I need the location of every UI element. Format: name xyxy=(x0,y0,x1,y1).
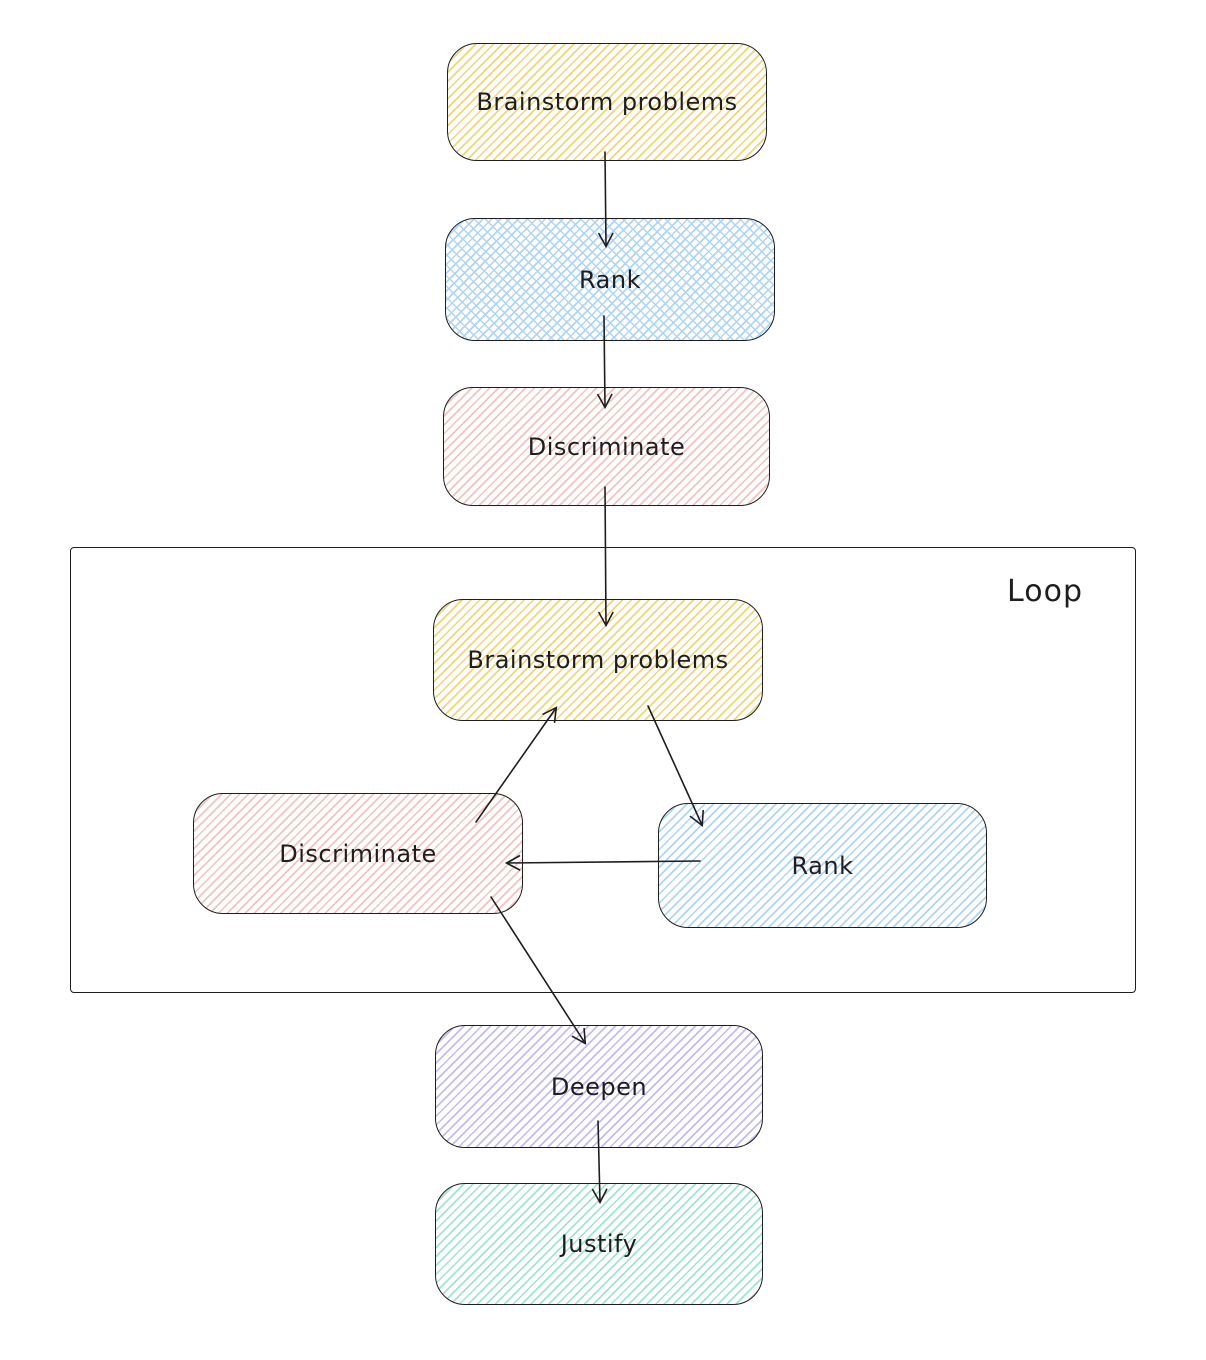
node-discriminate-top-label: Discriminate xyxy=(527,432,686,461)
loop-label: Loop xyxy=(1007,574,1083,609)
node-deepen-label: Deepen xyxy=(550,1072,648,1101)
node-justify: Justify xyxy=(435,1183,763,1305)
loop-container: Loop xyxy=(70,547,1136,993)
node-discriminate-top: Discriminate xyxy=(443,387,770,506)
node-discriminate-loop-label: Discriminate xyxy=(279,839,437,868)
node-rank-loop: Rank xyxy=(658,803,987,928)
node-justify-label: Justify xyxy=(560,1230,638,1258)
node-brainstorm-loop-label: Brainstorm problems xyxy=(467,646,729,674)
node-brainstorm-loop: Brainstorm problems xyxy=(433,599,763,721)
node-brainstorm-top-label: Brainstorm problems xyxy=(476,88,738,116)
node-deepen: Deepen xyxy=(435,1025,763,1148)
node-discriminate-loop: Discriminate xyxy=(193,793,523,914)
node-brainstorm-top: Brainstorm problems xyxy=(447,43,767,161)
node-rank-top: Rank xyxy=(445,218,775,341)
node-rank-loop-label: Rank xyxy=(791,851,854,880)
node-rank-top-label: Rank xyxy=(579,265,641,294)
